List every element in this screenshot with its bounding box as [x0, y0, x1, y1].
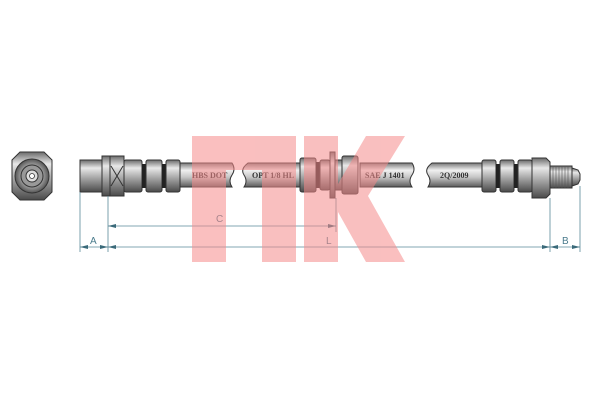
- dimension-label-a: A: [90, 236, 97, 247]
- end-view-icon: [11, 151, 53, 201]
- dimension-label-b: B: [562, 236, 569, 247]
- left-fitting: [79, 155, 181, 197]
- nk-logo: [192, 136, 405, 262]
- right-fitting: [481, 157, 581, 199]
- hose-marking-3: SAE J 1401: [365, 171, 405, 180]
- hose-marking-4: 2Q/2009: [440, 171, 468, 180]
